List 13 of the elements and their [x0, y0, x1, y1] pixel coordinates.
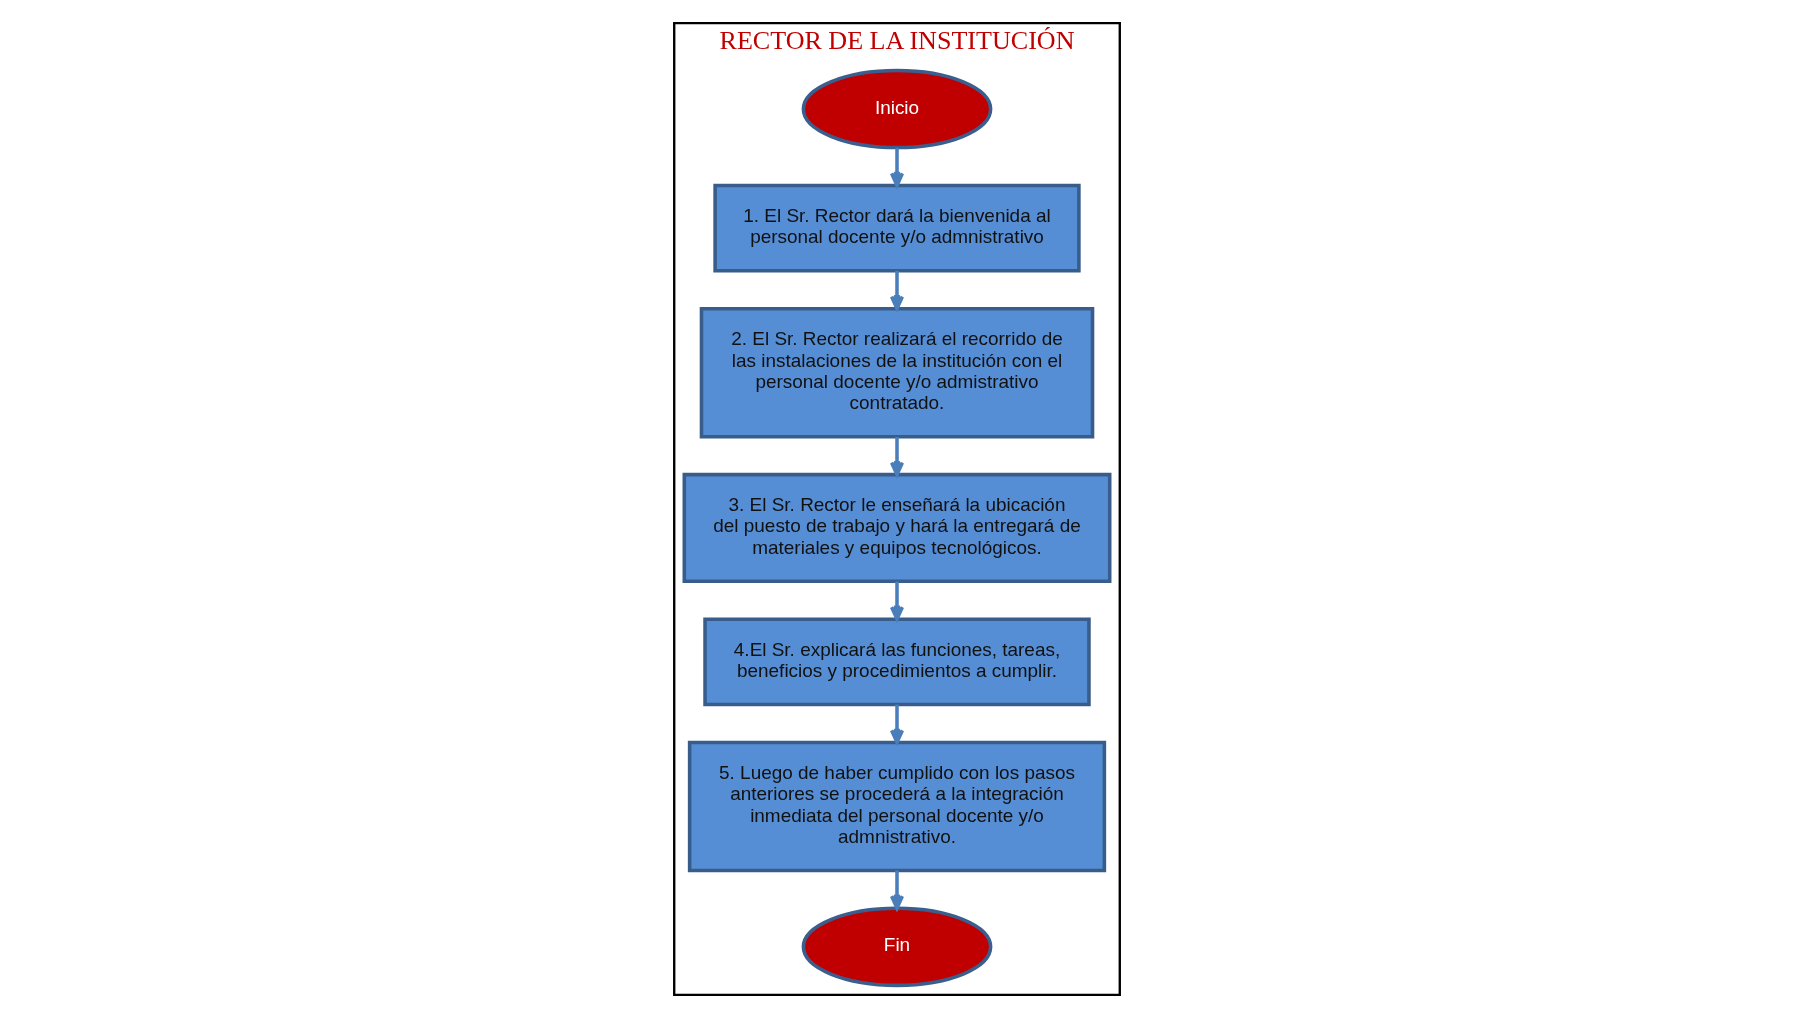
arrow — [889, 270, 904, 311]
arrow — [889, 870, 904, 910]
node-ellipse: Inicio — [801, 68, 992, 150]
node-box: 4.El Sr. explicará las funciones, tareas, beneficios y procedimientos a cumplir. — [702, 617, 1091, 707]
arrow — [889, 147, 904, 188]
node-box: 1. El Sr. Rector dará la bienvenida al personal docente y/o admnistrativo — [712, 183, 1081, 273]
node-box: 5. Luego de haber cumplido con los pasos anteriores se procederá a la integración inmediata del personal docente y/o admnistrativo. — [687, 740, 1106, 873]
node-box: 3. El Sr. Rector le enseñará la ubicación del puesto de trabajo y hará la entregará de materiales y equipos tecnológicos. — [682, 472, 1111, 584]
node-box: 2. El Sr. Rector realizará el recorrido de las instalaciones de la institución con el personal docente y/o admistrativo contratado. — [699, 306, 1094, 439]
arrow — [889, 704, 904, 745]
arrow — [889, 436, 904, 477]
node-ellipse: Fin — [801, 906, 992, 988]
arrow — [889, 581, 904, 621]
